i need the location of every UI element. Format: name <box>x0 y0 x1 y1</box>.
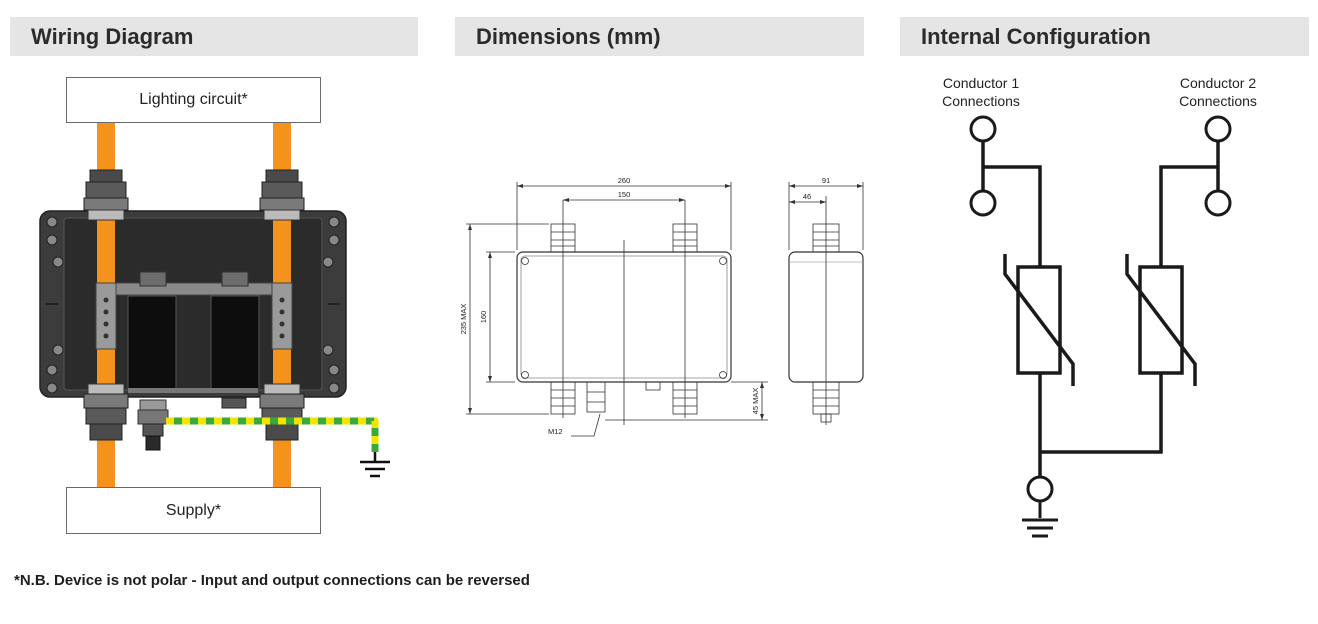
internal-wiring <box>981 141 1220 488</box>
internal-configuration: Conductor 1 Connections Conductor 2 Conn… <box>942 75 1257 538</box>
footnote: *N.B. Device is not polar - Input and ou… <box>14 572 530 589</box>
gland-top-right <box>259 169 305 221</box>
terminal-c1-top <box>969 115 997 143</box>
earth-symbol-internal <box>1022 501 1058 538</box>
terminal-c2-bottom <box>1204 189 1232 217</box>
terminal-c1-bottom <box>969 189 997 217</box>
enclosure <box>39 210 347 398</box>
supply-box: Supply* <box>66 487 321 534</box>
earth-stud <box>137 397 247 451</box>
earth-symbol-wiring <box>360 452 390 478</box>
header-wiring-diagram: Wiring Diagram <box>10 17 418 56</box>
dim-46: 46 <box>803 192 811 201</box>
dim-235-max: 235 MAX <box>459 304 468 335</box>
gland-bottom-left <box>83 383 129 441</box>
module-left <box>127 295 177 391</box>
dim-260: 260 <box>618 176 631 185</box>
header-internal-configuration: Internal Configuration <box>900 17 1309 56</box>
conductor2-line2: Connections <box>1179 93 1257 109</box>
conductor1-line2: Connections <box>942 93 1020 109</box>
conductor1-line1: Conductor 1 <box>943 75 1019 91</box>
dim-160: 160 <box>479 311 488 324</box>
terminal-earth <box>1026 475 1054 503</box>
terminal-c2-top <box>1204 115 1232 143</box>
terminals <box>969 115 1232 503</box>
dimension-drawing: 260 150 91 46 235 MAX 160 45 MAX M12 <box>459 176 864 437</box>
module-right <box>210 295 260 391</box>
dim-45-max: 45 MAX <box>751 388 760 415</box>
gland-top-left <box>83 169 129 221</box>
wiring-diagram <box>39 122 390 488</box>
lighting-circuit-label: Lighting circuit* <box>139 91 248 108</box>
dim-150: 150 <box>618 190 631 199</box>
earth-wire <box>166 417 379 452</box>
header-dimensions: Dimensions (mm) <box>455 17 864 56</box>
conductor2-line1: Conductor 2 <box>1180 75 1256 91</box>
lighting-circuit-box: Lighting circuit* <box>66 77 321 123</box>
dim-m12: M12 <box>548 427 563 436</box>
supply-label: Supply* <box>165 502 222 519</box>
dim-91: 91 <box>822 176 830 185</box>
gland-bottom-right <box>259 383 305 441</box>
